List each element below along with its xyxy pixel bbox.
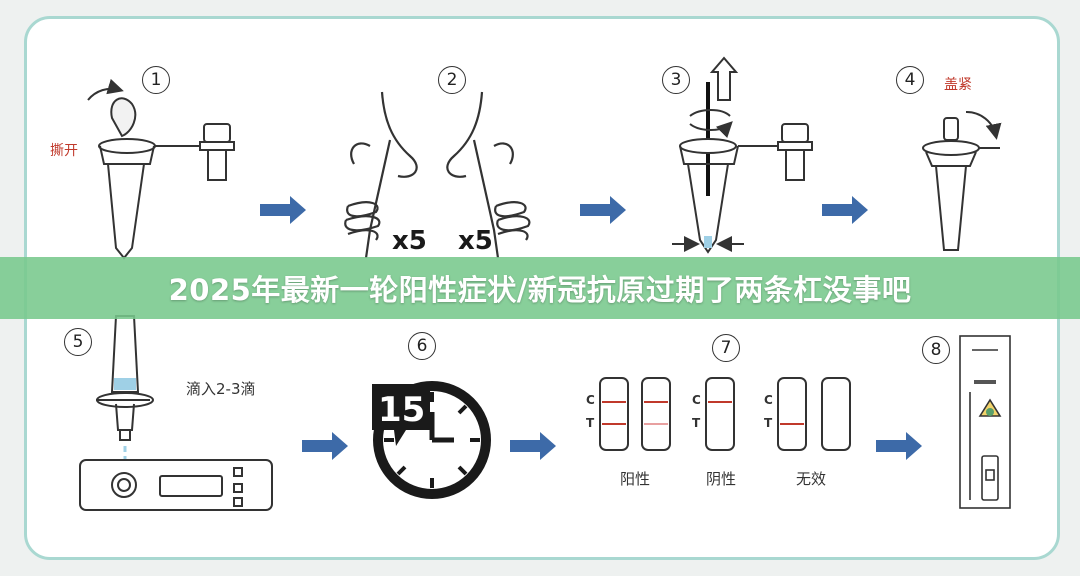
step3-swab-illustration: [672, 56, 813, 254]
step-4-number: 4: [896, 66, 924, 94]
strip-c-marker-positive: C: [586, 393, 595, 407]
step-5-number: 5: [64, 328, 92, 356]
strip-t-marker-invalid: T: [764, 416, 773, 430]
step-6-timer-value: 15: [378, 390, 426, 430]
step1-tube-illustration: [87, 78, 235, 260]
step-8-number: 8: [922, 336, 950, 364]
banner-title: 2025年最新一轮阳性症状/新冠抗原过期了两条杠没事吧: [168, 273, 912, 307]
step-3-number: 3: [662, 66, 690, 94]
strip-c-marker-negative: C: [692, 393, 701, 407]
strip-t-marker-positive: T: [586, 416, 595, 430]
step-2-label-right: x5: [458, 226, 493, 256]
step7-result-strips: [599, 377, 851, 451]
step6-timer-illustration: [372, 381, 491, 499]
step7-result-lines: [602, 401, 804, 425]
flow-arrows-row1: [260, 196, 868, 224]
title-banner: 2025年最新一轮阳性症状/新冠抗原过期了两条杠没事吧: [0, 257, 1080, 319]
step-2-number: 2: [438, 66, 466, 94]
result-negative-label: 阴性: [706, 470, 737, 488]
result-invalid-label: 无效: [796, 470, 827, 488]
step-2-label-left: x5: [392, 226, 427, 256]
result-positive-label: 阳性: [620, 470, 651, 488]
flow-arrows-row2: [302, 432, 922, 460]
step-5-label: 滴入2-3滴: [186, 380, 256, 398]
step-6-number: 6: [408, 332, 436, 360]
step8-package-illustration: [959, 335, 1011, 509]
strip-t-marker-negative: T: [692, 416, 701, 430]
step-1-label: 撕开: [50, 143, 78, 159]
strip-c-marker-invalid: C: [764, 393, 773, 407]
step5-drop-illustration: [79, 315, 273, 511]
step-1-number: 1: [142, 66, 170, 94]
step4-capped-tube-illustration: [922, 110, 1002, 251]
step-4-label: 盖紧: [944, 77, 972, 93]
step-7-number: 7: [712, 334, 740, 362]
step2-nose-illustration: [344, 91, 531, 259]
